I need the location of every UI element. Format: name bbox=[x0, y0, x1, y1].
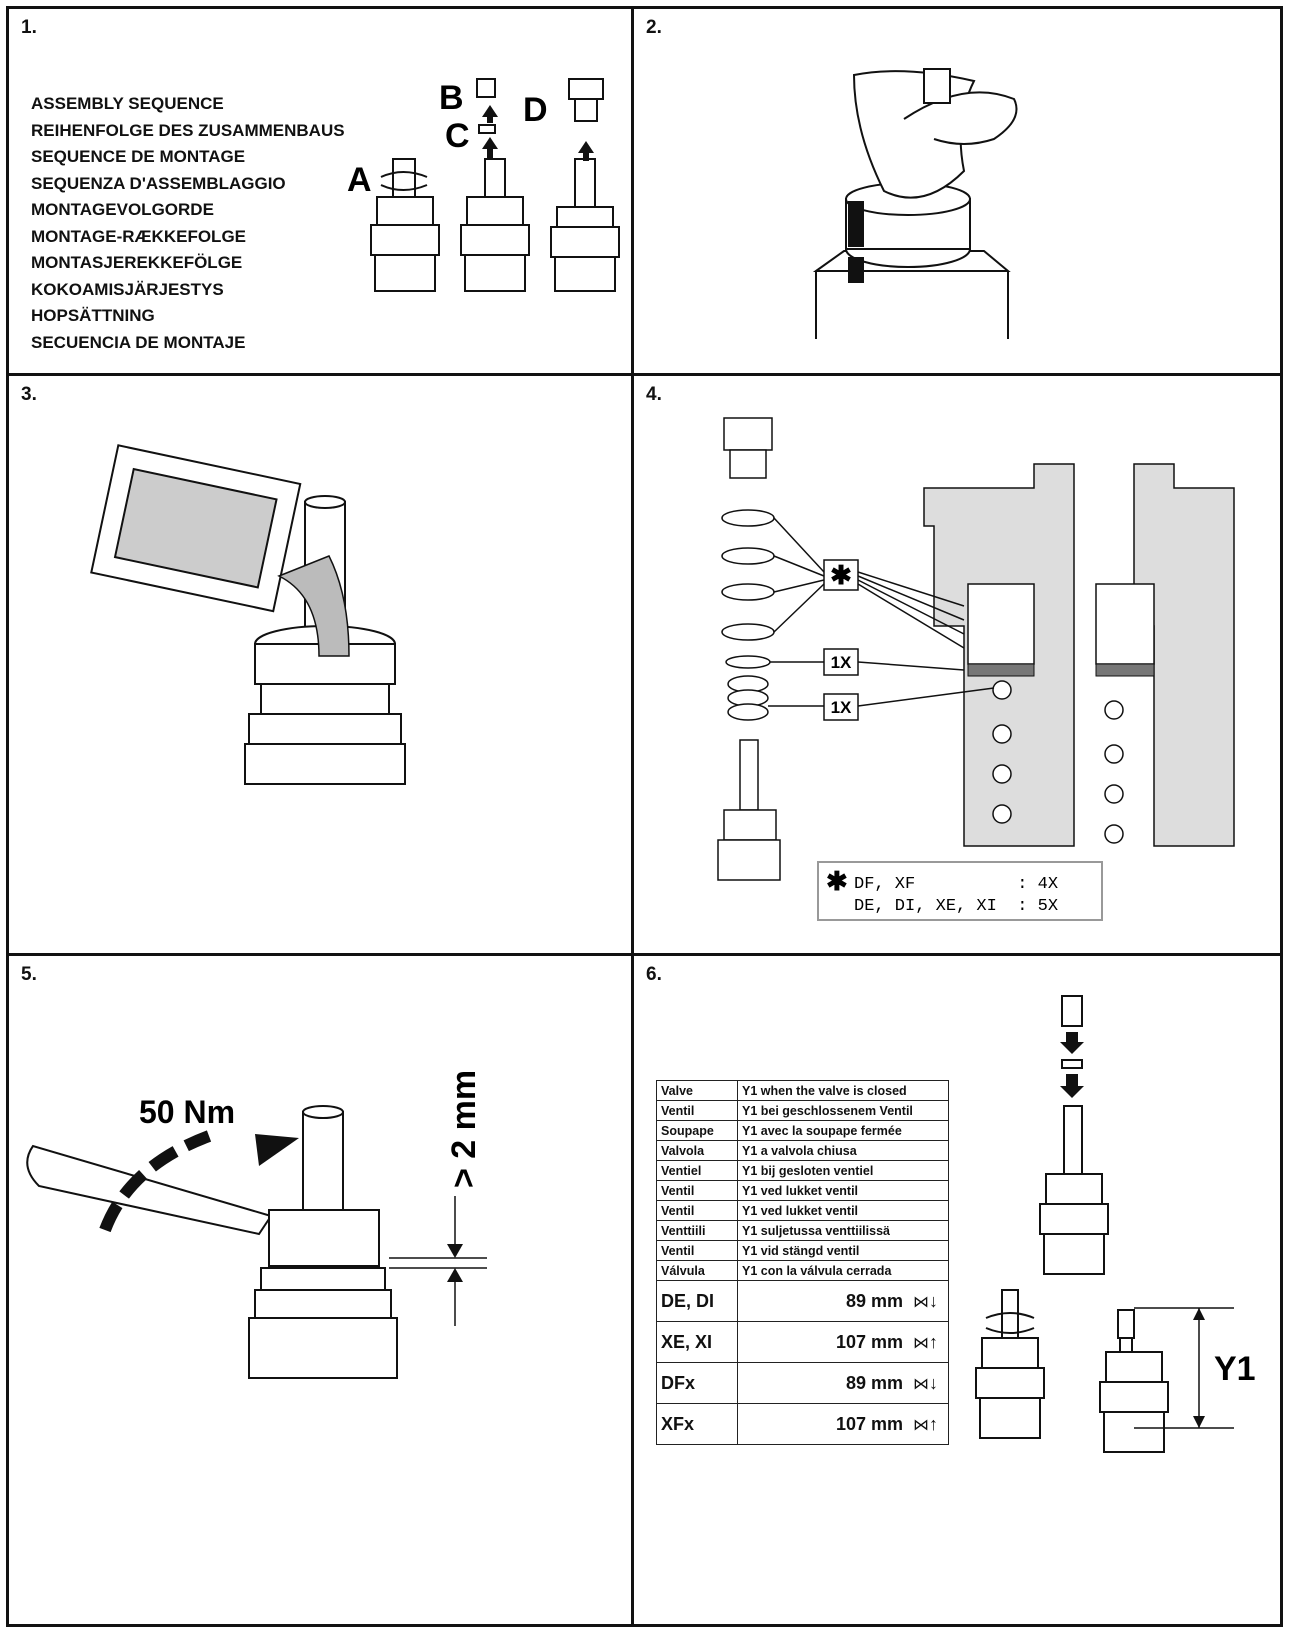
y1-value-cell: 107 mm ⋈↑ bbox=[737, 1321, 949, 1363]
torque-label: 50 Nm bbox=[139, 1094, 235, 1130]
valve-closed-icon: ⋈ bbox=[913, 1375, 929, 1393]
table-row: DE, DI 89 mm ⋈↓ bbox=[656, 1280, 949, 1322]
table-cell: Y1 bei geschlossenem Ventil bbox=[737, 1100, 949, 1121]
y1-measurement-illustration: Y1 bbox=[975, 995, 1256, 1453]
table-cell: Y1 suljetussa venttiilissä bbox=[737, 1220, 949, 1241]
table-row: XFx 107 mm ⋈↑ bbox=[656, 1403, 949, 1445]
valve-closed-icon: ⋈ bbox=[913, 1293, 929, 1311]
step-number: 6. bbox=[646, 964, 662, 985]
y1-value-cell: 89 mm ⋈↓ bbox=[737, 1280, 949, 1322]
star-marker: ✱ bbox=[830, 560, 852, 590]
y1-value: 89 mm bbox=[845, 1372, 903, 1393]
sequence-title: REIHENFOLGE DES ZUSAMMENBAUS bbox=[31, 120, 345, 140]
gap-label: > 2 mm bbox=[445, 1070, 483, 1188]
cleaning-cloth-illustration bbox=[812, 68, 1018, 339]
panel-step-4: 4. bbox=[631, 373, 1283, 958]
note-line-2: DE, DI, XE, XI : 5X bbox=[854, 897, 1058, 916]
step-number: 2. bbox=[646, 17, 662, 38]
y1-value: 107 mm bbox=[835, 1413, 903, 1434]
panel-step-5: 5. 50 Nm > 2 mm bbox=[6, 953, 634, 1627]
valve-closed-icon: ⋈ bbox=[913, 1334, 929, 1352]
panel-step-1: 1. ASSEMBLY SEQUENCE REIHENFOLGE DES ZUS… bbox=[6, 6, 634, 379]
y1-value: 89 mm bbox=[845, 1290, 903, 1311]
assembly-sequence-list: ASSEMBLY SEQUENCE REIHENFOLGE DES ZUSAMM… bbox=[31, 91, 345, 356]
table-cell: Y1 ved lukket ventil bbox=[737, 1200, 949, 1221]
quantity-label: 1X bbox=[831, 653, 852, 672]
table-cell: Valvola bbox=[656, 1140, 738, 1161]
label-b: B bbox=[439, 79, 464, 117]
table-row: XE, XI 107 mm ⋈↑ bbox=[656, 1321, 949, 1363]
direction-arrow-icon: ↑ bbox=[929, 1331, 938, 1352]
sequence-title: SECUENCIA DE MONTAJE bbox=[31, 332, 246, 352]
y1-value: 107 mm bbox=[835, 1331, 903, 1352]
panel-step-3: 3. bbox=[6, 373, 634, 958]
step-number: 4. bbox=[646, 384, 662, 405]
table-cell: Y1 con la válvula cerrada bbox=[737, 1260, 949, 1281]
label-d: D bbox=[523, 91, 548, 129]
step-number: 5. bbox=[21, 964, 37, 985]
sequence-title: MONTAGE-RÆKKEFOLGE bbox=[31, 226, 247, 246]
sequence-title: MONTAGEVOLGORDE bbox=[31, 200, 214, 219]
table-cell: Y1 bij gesloten ventiel bbox=[737, 1160, 949, 1181]
label-c: C bbox=[445, 117, 470, 155]
panel-step-2: 2. bbox=[631, 6, 1283, 379]
note-line-1: DF, XF : 4X bbox=[854, 875, 1058, 894]
table-cell: Y1 avec la soupape fermée bbox=[737, 1120, 949, 1141]
torque-tightening-illustration: 50 Nm > 2 mm bbox=[26, 1070, 487, 1379]
valve-type: XE, XI bbox=[656, 1321, 738, 1363]
valve-type: XFx bbox=[656, 1403, 738, 1445]
sequence-title: SEQUENCE DE MONTAGE bbox=[31, 147, 246, 166]
sequence-title: ASSEMBLY SEQUENCE bbox=[31, 94, 224, 113]
direction-arrow-icon: ↓ bbox=[929, 1290, 938, 1311]
step-number: 1. bbox=[21, 17, 37, 38]
sequence-title: SEQUENZA D'ASSEMBLAGGIO bbox=[31, 173, 286, 193]
sequence-title: KOKOAMISJÄRJESTYS bbox=[31, 279, 224, 299]
step-number: 3. bbox=[21, 384, 37, 405]
sequence-title: HOPSÄTTNING bbox=[31, 306, 155, 325]
y1-dimension-label: Y1 bbox=[1214, 1350, 1256, 1388]
spacer-and-spring-illustration: ✱ 1X 1X ✱ DF, XF : 4X DE, DI, XE, XI : 5… bbox=[717, 417, 1235, 921]
valve-closed-icon: ⋈ bbox=[913, 1416, 929, 1434]
y1-value-cell: 107 mm ⋈↑ bbox=[737, 1403, 949, 1445]
quantity-label: 1X bbox=[831, 698, 852, 717]
assembly-sequence-illustration: A B C D bbox=[347, 78, 620, 292]
sequence-title: MONTASJEREKKEFÖLGE bbox=[31, 253, 243, 272]
table-cell: Venttiili bbox=[656, 1220, 738, 1241]
valve-type: DE, DI bbox=[656, 1280, 738, 1322]
label-a: A bbox=[347, 161, 372, 199]
direction-arrow-icon: ↓ bbox=[929, 1372, 938, 1393]
table-cell: Ventil bbox=[656, 1240, 738, 1261]
direction-arrow-icon: ↑ bbox=[929, 1413, 938, 1434]
star-marker: ✱ bbox=[826, 866, 848, 896]
grease-pouring-illustration bbox=[90, 444, 406, 785]
valve-type: DFx bbox=[656, 1362, 738, 1404]
